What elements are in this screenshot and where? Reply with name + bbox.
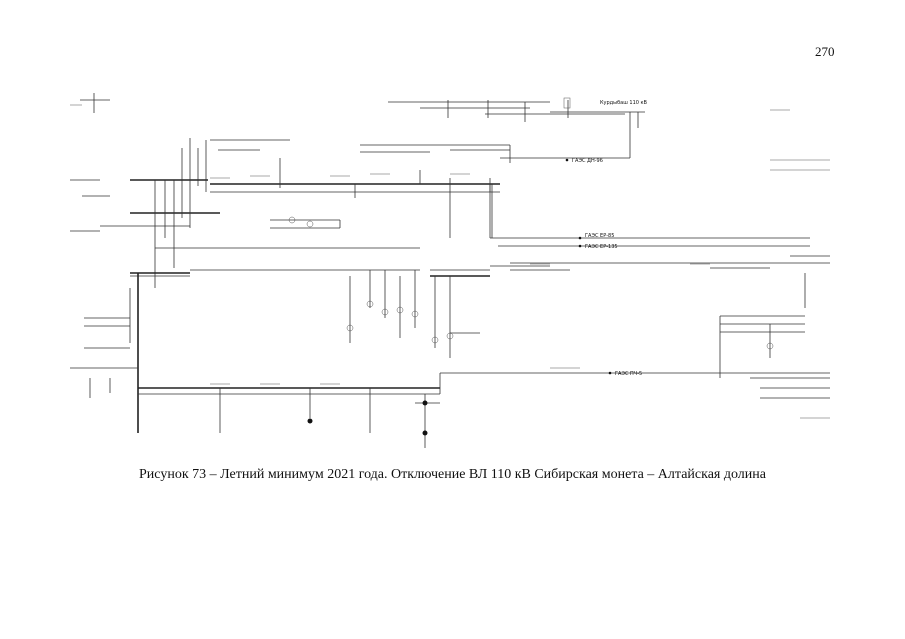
ges-pch5-label: ГАЭС ПЧ-5 [615, 371, 642, 377]
left-spine [70, 273, 139, 433]
upper-busbar [70, 179, 500, 232]
ges-ep85-label: ГАЭС ЕР-85 [585, 233, 614, 239]
network-scheme-diagram: Курдыбаш 110 кВ ГАЭС ДН-96 [70, 93, 830, 448]
consumer-drops [346, 270, 480, 358]
bottom-busbar [138, 372, 830, 448]
right-feeders [489, 184, 830, 308]
figure-caption: Рисунок 73 – Летний минимум 2021 года. О… [139, 467, 766, 482]
ges-dn96-label: ГАЭС ДН-96 [572, 158, 603, 164]
ges-ep135-label: ГАЭС ЕР-135 [585, 244, 618, 250]
top-left-stub [70, 93, 110, 113]
top-line-kurdbash [388, 97, 790, 158]
right-ladder [719, 315, 830, 419]
page-number: 270 [815, 44, 835, 59]
middle-transformers [270, 216, 341, 229]
middle-busbar [130, 247, 570, 277]
upper-feeders [210, 139, 830, 171]
annotation-ticks [210, 173, 710, 385]
vertical-feeders [154, 138, 493, 288]
kurdbash-label: Курдыбаш 110 кВ [600, 100, 648, 106]
